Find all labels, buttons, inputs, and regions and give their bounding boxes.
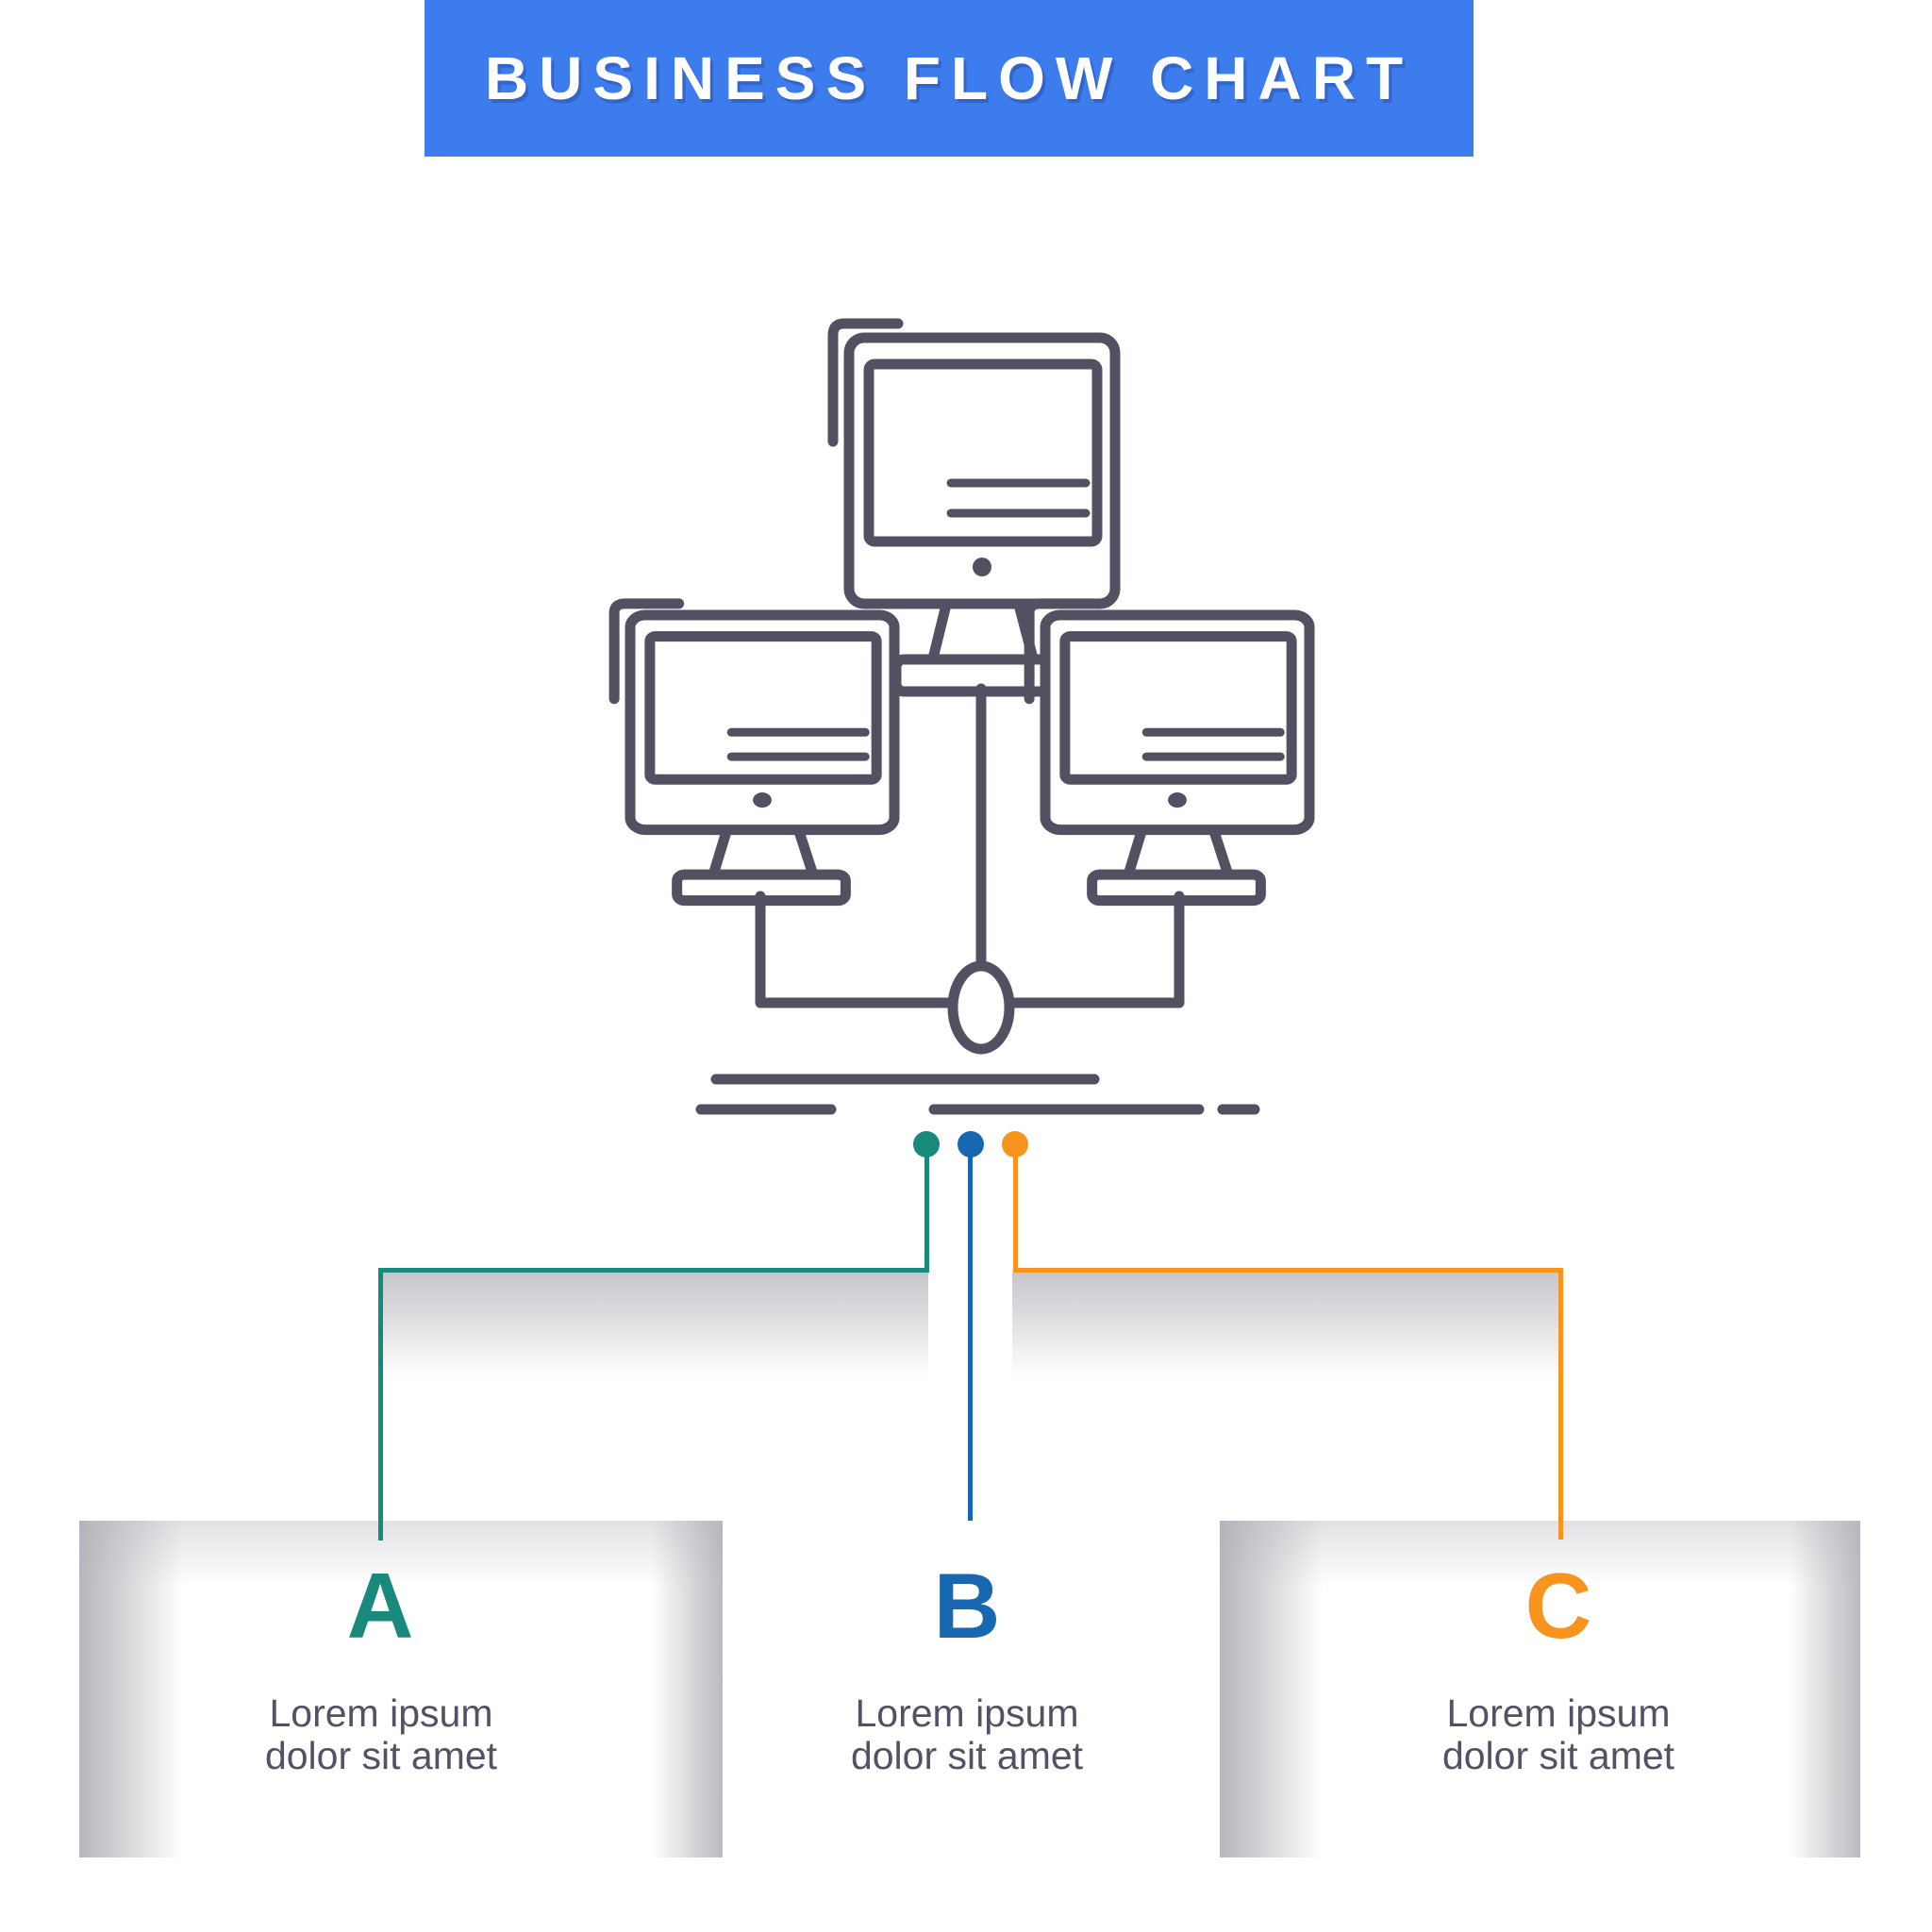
section-a-text-line1: Lorem ipsum [269,1691,493,1735]
connector-shadow-band-left [382,1273,928,1378]
section-b-text: Lorem ipsum dolor sit amet [769,1692,1165,1777]
section-c-letter: C [1524,1554,1592,1657]
icon-connector-left [755,891,960,1008]
branch-c-line [1012,1268,1563,1273]
section-b-letter: B [933,1554,1001,1657]
branch-a-line [377,1268,383,1541]
connector-shadow-band-right [1012,1273,1560,1378]
section-c-text-line1: Lorem ipsum [1446,1691,1671,1735]
title-banner: BUSINESS FLOW CHART [425,0,1474,157]
branch-b-line [968,1153,973,1521]
section-c-text-line2: dolor sit amet [1441,1734,1675,1777]
branch-a-line [924,1153,929,1273]
monitor-right [1029,604,1309,901]
section-b-text-line1: Lorem ipsum [855,1691,1079,1735]
page-title: BUSINESS FLOW CHART [484,44,1414,112]
branch-c-line [1557,1268,1563,1540]
section-b-text-line2: dolor sit amet [850,1734,1084,1777]
branch-c-line [1012,1153,1018,1273]
section-a-letter: A [346,1554,414,1657]
icon-connector-right [1002,891,1185,1008]
section-c-text: Lorem ipsum dolor sit amet [1360,1692,1757,1777]
monitor-left [614,604,894,901]
section-a-text-line2: dolor sit amet [264,1734,498,1777]
section-a-card [79,1521,723,1857]
section-c-card [1220,1521,1860,1857]
section-a-text: Lorem ipsum dolor sit amet [183,1692,579,1777]
branch-a-line [377,1268,929,1273]
icon-hub-node [947,960,1015,1055]
